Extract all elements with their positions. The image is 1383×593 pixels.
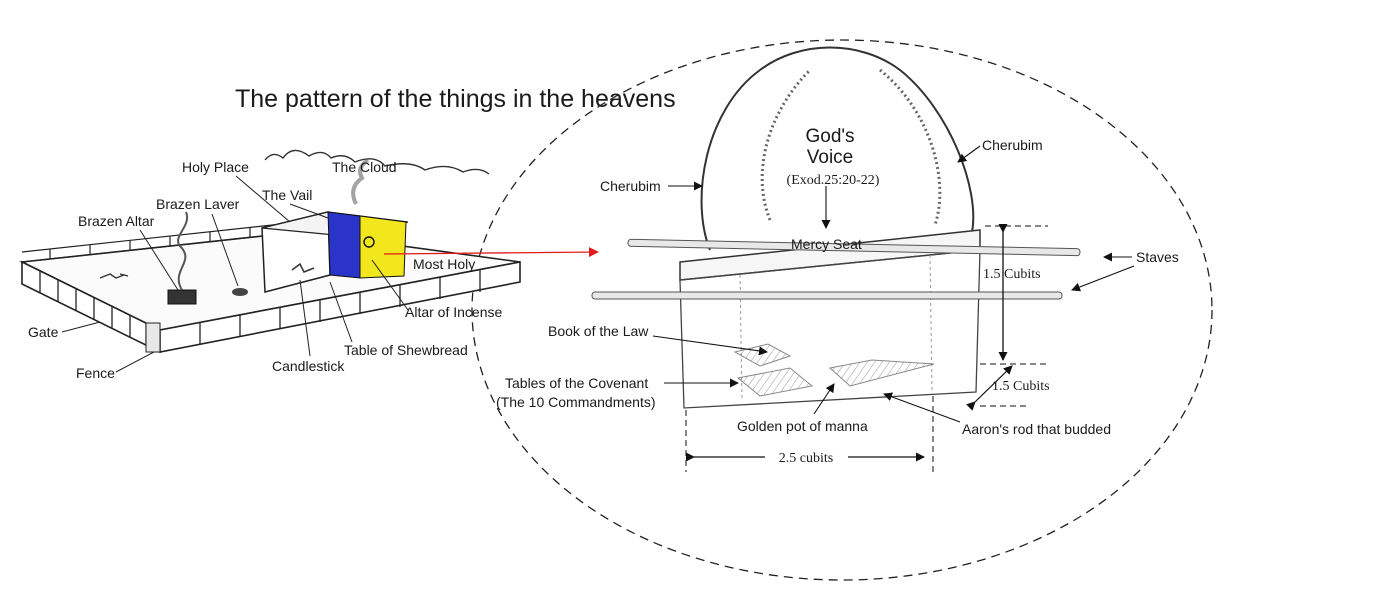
label-staves: Staves bbox=[1136, 249, 1179, 265]
label-the-cloud: The Cloud bbox=[332, 159, 397, 175]
cherubim-feathers bbox=[760, 68, 942, 226]
tabernacle-leaders bbox=[61, 175, 409, 373]
label-candlestick: Candlestick bbox=[272, 358, 345, 374]
label-holy-place: Holy Place bbox=[182, 159, 249, 175]
width-arrow bbox=[966, 365, 1013, 411]
tabernacle-court: Holy Place The Cloud The Vail Brazen Lav… bbox=[19, 149, 521, 381]
label-fence: Fence bbox=[76, 365, 115, 381]
label-gate: Gate bbox=[28, 324, 59, 340]
label-the-vail: The Vail bbox=[262, 187, 312, 203]
label-gods: God's bbox=[805, 126, 854, 147]
stave-bottom bbox=[591, 291, 1063, 300]
ark-of-covenant: God's Voice (Exod.25:20-22) Cherubim Che… bbox=[496, 46, 1179, 472]
label-voice: Voice bbox=[807, 147, 853, 168]
sacrifice-animals bbox=[99, 273, 129, 279]
label-aarons-rod: Aaron's rod that budded bbox=[962, 421, 1111, 437]
heavens-ellipse bbox=[471, 39, 1213, 581]
label-tables-line2: (The 10 Commandments) bbox=[496, 394, 656, 410]
holy-place-blue bbox=[327, 211, 361, 279]
label-tables-line1: Tables of the Covenant bbox=[505, 375, 648, 391]
label-cherubim-right: Cherubim bbox=[982, 137, 1043, 153]
brazen-altar-shape bbox=[167, 289, 197, 305]
most-holy-yellow bbox=[359, 215, 407, 279]
label-width: 1.5 Cubits bbox=[992, 379, 1050, 394]
cherubim-wings bbox=[700, 46, 975, 251]
back-fence bbox=[21, 221, 301, 263]
manna-pot-shape bbox=[828, 359, 935, 387]
pointer-arrow bbox=[383, 247, 599, 258]
label-most-holy: Most Holy bbox=[413, 256, 475, 272]
tables-shape bbox=[736, 367, 814, 397]
altar-smoke bbox=[177, 211, 189, 291]
cloud-pillar bbox=[351, 158, 370, 205]
label-brazen-altar: Brazen Altar bbox=[78, 213, 155, 229]
label-length: 2.5 cubits bbox=[779, 451, 833, 466]
cloud-shape bbox=[264, 149, 490, 175]
label-book-of-the-law: Book of the Law bbox=[548, 323, 649, 339]
diagram-title: The pattern of the things in the heavens bbox=[235, 85, 676, 113]
brazen-laver-shape bbox=[232, 288, 248, 296]
label-altar-of-incense: Altar of Incense bbox=[405, 304, 502, 320]
label-golden-pot: Golden pot of manna bbox=[737, 418, 868, 434]
label-cherubim-left: Cherubim bbox=[600, 178, 661, 194]
label-brazen-laver: Brazen Laver bbox=[156, 196, 240, 212]
book-of-law-shape bbox=[733, 343, 792, 367]
label-mercy-seat: Mercy Seat bbox=[791, 236, 862, 252]
label-height: 1.5 Cubits bbox=[983, 267, 1041, 282]
ark-leaders bbox=[652, 145, 1135, 423]
ark-mark bbox=[363, 236, 375, 248]
label-table-of-shewbread: Table of Shewbread bbox=[344, 342, 468, 358]
stave-top bbox=[627, 238, 1081, 257]
gate-opening bbox=[145, 322, 161, 353]
label-reference: (Exod.25:20-22) bbox=[787, 173, 880, 188]
